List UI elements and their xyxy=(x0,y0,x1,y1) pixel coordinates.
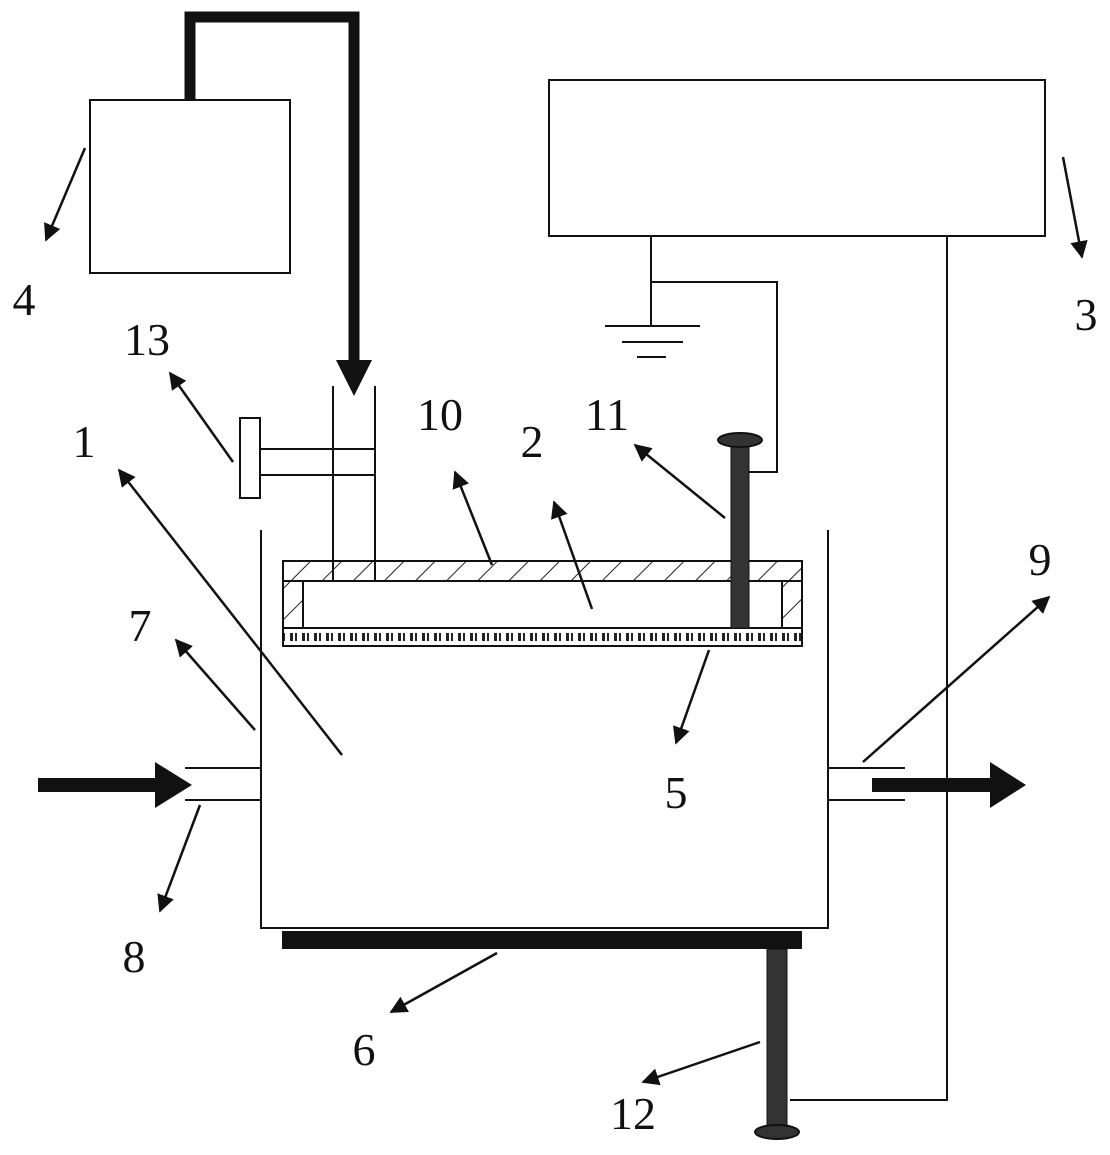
leader-arrow-2 xyxy=(551,500,594,610)
left-side-wall xyxy=(282,580,304,629)
label-12: 12 xyxy=(610,1088,656,1139)
outlet-pipe xyxy=(828,767,905,801)
ground-wire xyxy=(650,236,778,473)
high-voltage-wire xyxy=(790,236,948,1101)
bottom-electrode-head xyxy=(754,1124,800,1140)
top-electrode-rod xyxy=(730,442,750,629)
label-13: 13 xyxy=(124,314,170,365)
leader-arrow-7 xyxy=(174,638,256,731)
leader-arrow-4 xyxy=(44,147,87,242)
gas-feed-arrowhead xyxy=(336,360,372,396)
leader-arrow-9 xyxy=(862,595,1051,763)
label-1: 1 xyxy=(73,416,96,467)
leader-arrow-11 xyxy=(633,443,726,519)
inflow-arrow xyxy=(38,762,192,808)
label-10: 10 xyxy=(417,389,463,440)
top-plate xyxy=(282,560,803,582)
label-2: 2 xyxy=(521,416,544,467)
label-6: 6 xyxy=(353,1024,376,1075)
label-4: 4 xyxy=(13,274,36,325)
top-electrode-head xyxy=(717,432,763,448)
label-11: 11 xyxy=(585,389,629,440)
label-5: 5 xyxy=(665,767,688,818)
bottom-electrode-plate xyxy=(282,931,802,949)
gas-source-box xyxy=(89,99,291,274)
label-7: 7 xyxy=(129,600,152,651)
label-8: 8 xyxy=(123,931,146,982)
leader-arrow-13 xyxy=(168,371,235,463)
inner-chamber xyxy=(302,580,783,629)
reactor-vessel xyxy=(260,530,829,929)
leader-arrow-10 xyxy=(452,470,494,566)
side-valve xyxy=(239,417,375,499)
outflow-arrow xyxy=(872,762,1026,808)
right-side-wall xyxy=(781,580,803,629)
leader-arrow-1 xyxy=(117,468,343,756)
ground-symbol xyxy=(605,325,700,358)
leader-arrow-8 xyxy=(157,804,202,913)
leader-arrow-6 xyxy=(389,951,498,1014)
bottom-electrode-rod xyxy=(766,948,788,1130)
inlet-pipe xyxy=(185,767,261,801)
porous-electrode xyxy=(282,627,803,647)
gas-feed-line xyxy=(184,11,360,368)
leader-arrow-12 xyxy=(641,1040,761,1086)
leader-arrow-3 xyxy=(1061,156,1088,259)
power-supply-box xyxy=(548,79,1046,237)
leader-arrow-5 xyxy=(673,649,711,745)
label-3: 3 xyxy=(1075,289,1098,340)
label-9: 9 xyxy=(1029,534,1052,585)
